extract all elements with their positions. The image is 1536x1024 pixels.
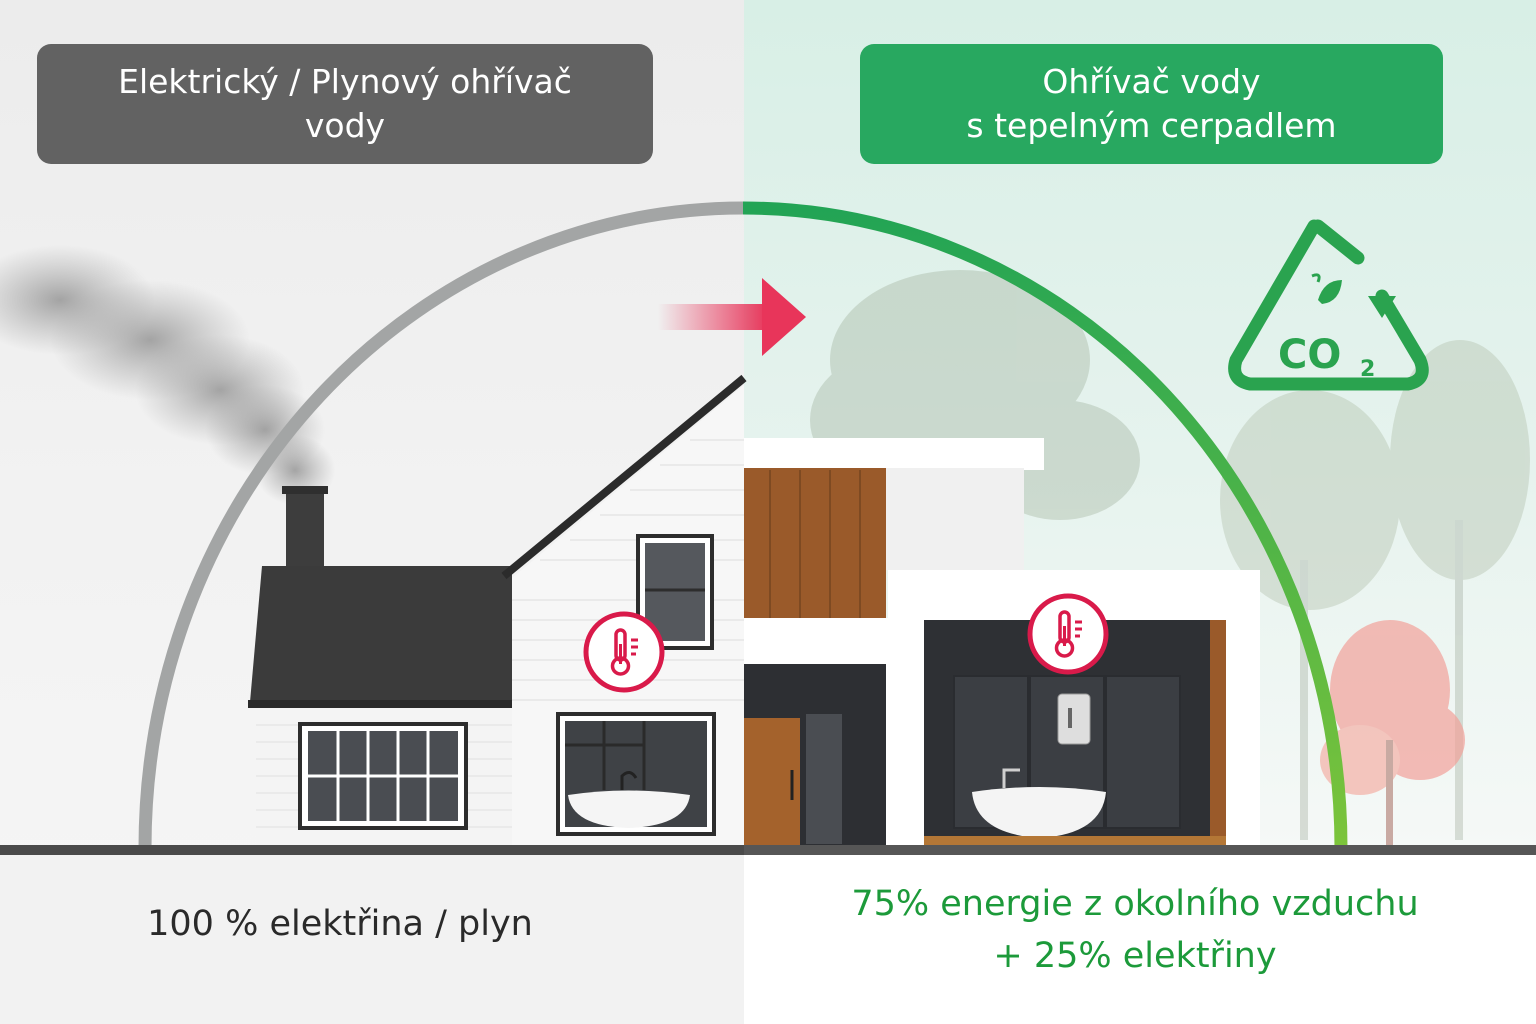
co2-label: CO	[1278, 332, 1341, 378]
right-caption-area	[744, 855, 1536, 1024]
left-caption-text: 100 % elektřina / plyn	[147, 904, 533, 944]
right-title-box: Ohřívač vody s tepelným cerpadlem	[860, 44, 1443, 164]
modern-house	[744, 438, 1260, 848]
ground-line-left	[0, 845, 744, 855]
right-arrow-icon	[658, 278, 806, 356]
co2-recycle-icon: CO 2	[1228, 219, 1429, 391]
left-title-line2: vody	[304, 106, 386, 145]
green-arc	[742, 201, 1348, 849]
chimney-smoke	[0, 245, 335, 505]
thermometer-icon	[1027, 593, 1109, 675]
right-title-line1: Ohřívač vody	[1042, 62, 1261, 101]
left-title-line1: Elektrický / Plynový ohřívač	[118, 62, 572, 101]
right-caption: 75% energie z okolního vzduchu + 25% ele…	[790, 878, 1480, 982]
left-caption: 100 % elektřina / plyn	[60, 898, 620, 950]
thermometer-icon	[583, 611, 665, 693]
right-caption-line2: + 25% elektřiny	[993, 936, 1277, 976]
pink-tree	[1320, 620, 1465, 845]
ground-line-right	[744, 845, 1536, 855]
right-caption-line1: 75% energie z okolního vzduchu	[851, 884, 1419, 924]
co2-subscript: 2	[1360, 357, 1375, 382]
leaf-icon	[1311, 273, 1342, 304]
grey-arc	[138, 201, 744, 849]
left-title-box: Elektrický / Plynový ohřívač vody	[37, 44, 653, 164]
right-title-line2: s tepelným cerpadlem	[966, 106, 1337, 145]
left-caption-area	[0, 855, 744, 1024]
